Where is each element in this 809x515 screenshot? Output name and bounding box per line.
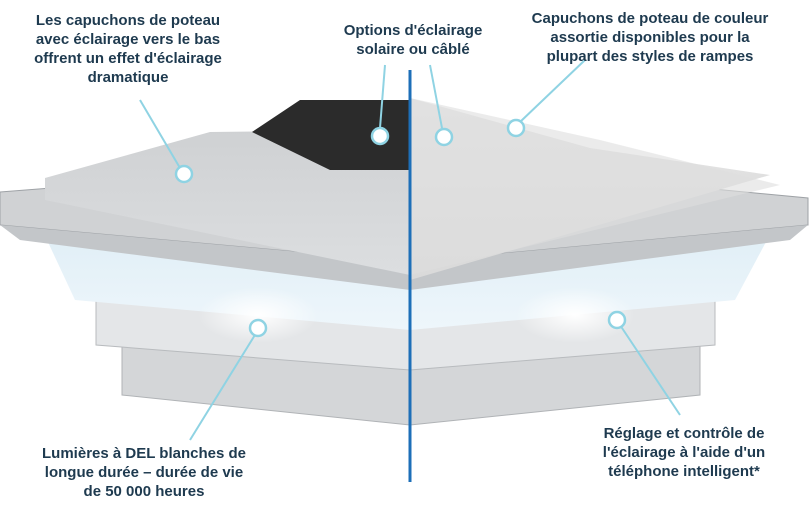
solar-panel <box>252 100 410 170</box>
callout-dot <box>370 126 390 146</box>
callout-line: assortie disponibles pour la <box>550 29 750 46</box>
callout-line: Lumières à DEL blanches de <box>42 445 246 462</box>
callout-dot <box>506 118 526 138</box>
callout-lines <box>139 59 681 441</box>
cap-lip-underside <box>0 225 808 290</box>
callout-line: Capuchons de poteau de couleur <box>531 10 769 27</box>
callout-dot <box>607 310 627 330</box>
cap-top-right-face <box>410 98 780 275</box>
callout-smartphone-control: Réglage et contrôle de l'éclairage à l'a… <box>560 424 808 481</box>
callout-line: offrent un effet d'éclairage <box>34 50 222 67</box>
callout-line: Réglage et contrôle de <box>603 425 765 442</box>
callout-line: téléphone intelligent* <box>608 463 760 480</box>
callout-dot <box>174 164 194 184</box>
callout-line: solaire ou câblé <box>356 41 470 58</box>
callout-dot <box>434 127 454 147</box>
callout-line: de 50 000 heures <box>83 483 205 500</box>
cap-top-left <box>45 130 410 275</box>
callout-line: longue durée – durée de vie <box>44 464 244 481</box>
glow-right <box>515 287 635 343</box>
glow-left <box>198 287 318 343</box>
callout-led-lifetime: Lumières à DEL blanches de longue durée … <box>20 444 268 501</box>
callout-downlight-effect: Les capuchons de poteau avec éclairage v… <box>8 11 248 87</box>
callout-line: avec éclairage vers le bas <box>35 31 221 48</box>
callout-dots <box>174 118 627 338</box>
callout-line: plupart des styles de rampes <box>546 48 754 65</box>
callout-matching-colors: Capuchons de poteau de couleur assortie … <box>500 9 800 66</box>
callout-line: Options d'éclairage <box>343 22 483 39</box>
callout-line: dramatique <box>87 69 169 86</box>
callout-line: l'éclairage à l'aide d'un <box>602 444 766 461</box>
callout-dot <box>248 318 268 338</box>
callout-line: Les capuchons de poteau <box>35 12 221 29</box>
callout-lighting-options: Options d'éclairage solaire ou câblé <box>318 21 508 59</box>
